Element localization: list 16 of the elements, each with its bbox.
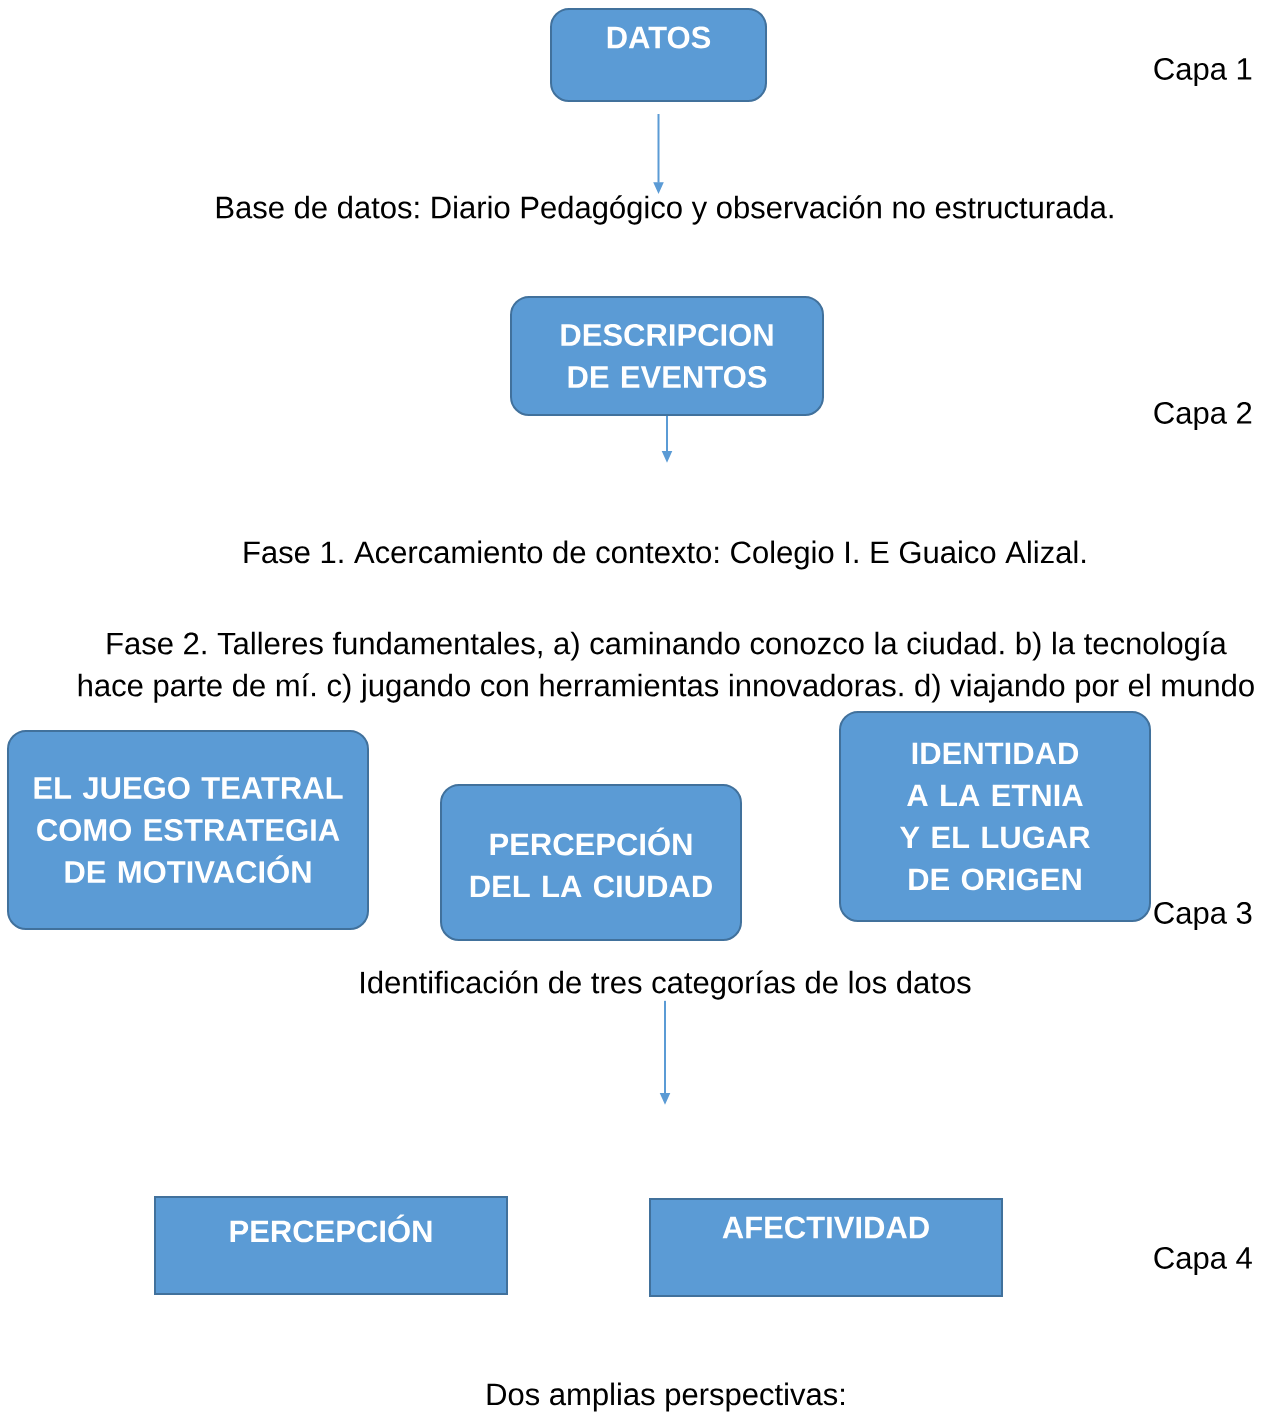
layer-label: Capa 1 — [1154, 57, 1252, 87]
step-text: Identificación de tres categorías de los datos — [361, 970, 971, 1000]
phase-text: Dos amplias perspectivas: — [487, 1382, 844, 1412]
layer-label: Capa 4 — [1154, 1247, 1252, 1276]
rounded-box: IDENTIDAD A LA ETNIA Y EL LUGAR DE ORIGEN — [839, 711, 1151, 922]
rounded-box: PERCEPCIÓN DEL LA CIUDAD — [440, 784, 742, 941]
category-box: AFECTIVIDAD — [649, 1198, 1003, 1297]
layer-label: Capa 3 — [1154, 902, 1252, 931]
category-box: PERCEPCIÓN — [154, 1196, 508, 1295]
rounded-box: DESCRIPCION DE EVENTOS — [510, 296, 824, 416]
rounded-box: EL JUEGO TEATRAL COMO ESTRATEGIA DE MOTIVACIÓN — [7, 730, 369, 930]
step-text: Base de datos: Diario Pedagógico y observación no estructurada. — [216, 195, 1113, 225]
phase-text: Fase 2. Talleres fundamentales, a) caminando conozco la ciudad. b) la tecnología hace parte de mí. c) jugando con herramientas innovadoras. d) viajando por el mundo — [78, 631, 1254, 703]
rounded-box: DATOS — [550, 8, 767, 102]
layer-label: Capa 2 — [1154, 401, 1252, 431]
phase-text: Fase 1. Acercamiento de contexto: Colegio I. E Guaico Alizal. — [244, 540, 1086, 570]
